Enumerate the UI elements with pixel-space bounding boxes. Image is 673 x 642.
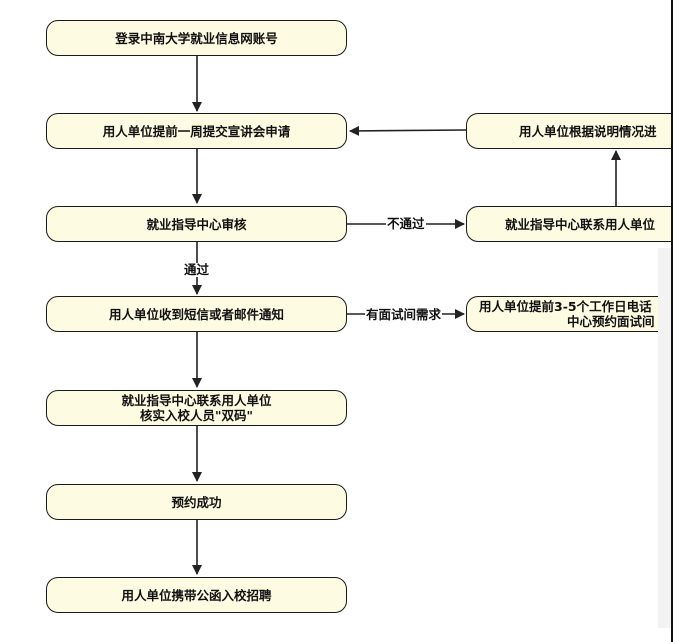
node-verify: 就业指导中心联系用人单位 核实入校人员"双码" [46,390,347,426]
node-sms: 用人单位收到短信或者邮件通知 [46,296,347,332]
edge-label-pass: 通过 [183,262,211,277]
node-verify-line2: 核实入校人员"双码" [139,408,254,423]
node-review: 就业指导中心审核 [46,206,347,242]
node-success-text: 预约成功 [171,494,222,510]
node-contact: 就业指导中心联系用人单位 [466,206,673,242]
node-review-text: 就业指导中心审核 [146,216,247,232]
right-edge-border [671,0,673,642]
node-interview-line1: 用人单位提前3-5个工作日电话 [479,299,652,314]
node-visit: 用人单位携带公函入校招聘 [46,577,347,613]
edge-label-interview-need: 有面试间需求 [365,307,443,322]
node-interview: 用人单位提前3-5个工作日电话 中心预约面试间 [466,296,673,332]
node-visit-text: 用人单位携带公函入校招聘 [121,587,272,603]
node-sms-text: 用人单位收到短信或者邮件通知 [108,306,284,322]
edge-explain-to-apply [349,125,467,136]
node-interview-line2: 中心预约面试间 [567,314,655,329]
node-verify-line1: 就业指导中心联系用人单位 [121,393,272,408]
node-login-text: 登录中南大学就业信息网账号 [115,30,278,46]
right-edge-panel [658,248,673,628]
node-explain-text: 用人单位根据说明情况进 [519,123,657,139]
edge-label-reject: 不通过 [386,216,426,231]
node-contact-text: 就业指导中心联系用人单位 [505,216,656,232]
node-apply-text: 用人单位提前一周提交宣讲会申请 [102,123,291,139]
node-login: 登录中南大学就业信息网账号 [46,20,347,56]
node-explain: 用人单位根据说明情况进 [466,113,673,149]
node-success: 预约成功 [46,484,347,520]
node-apply: 用人单位提前一周提交宣讲会申请 [46,113,347,149]
